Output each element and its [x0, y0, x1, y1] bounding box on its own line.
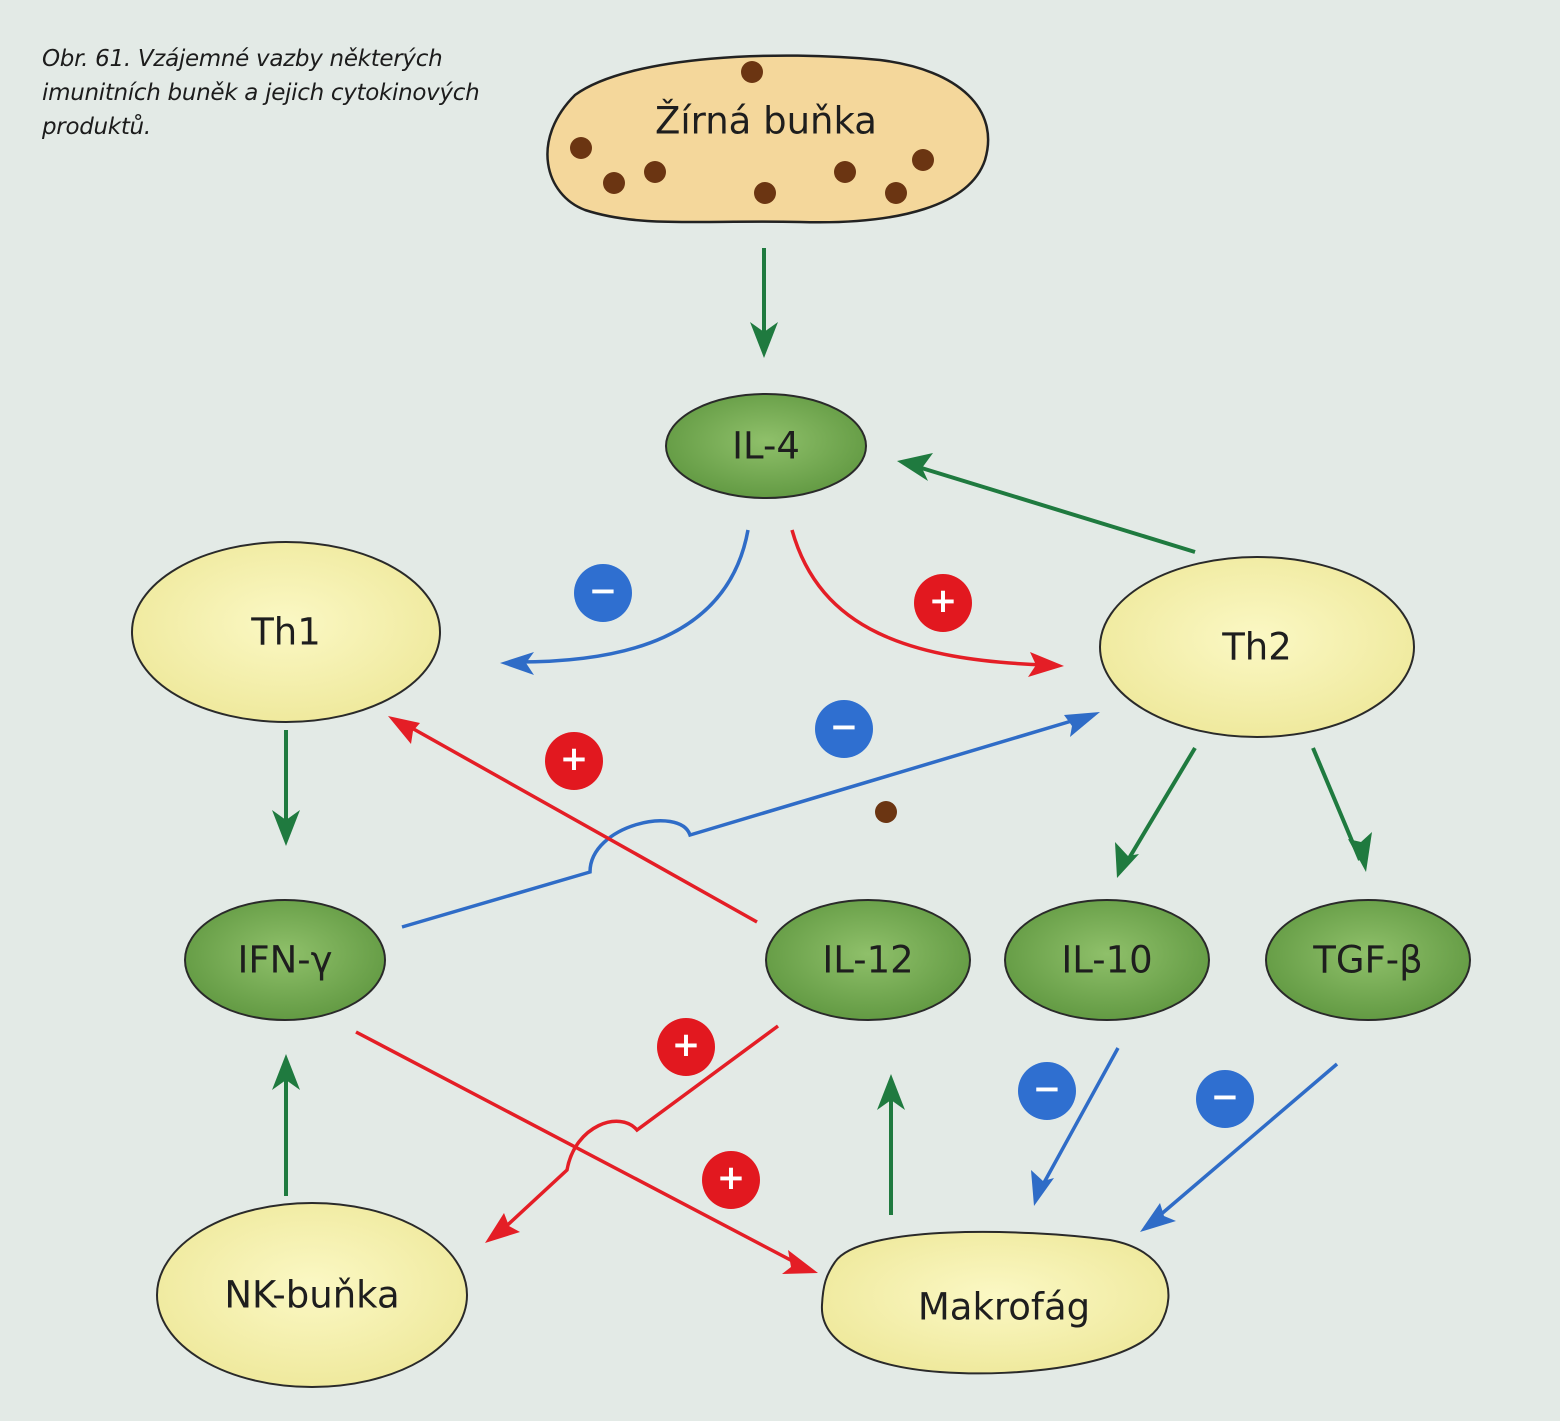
svg-text:+: + — [560, 739, 589, 779]
nk-cell-label: NK-buňka — [224, 1274, 399, 1317]
caption-line-2: imunitních buněk a jejich cytokinových — [42, 80, 480, 106]
il10-label: IL-10 — [1061, 939, 1152, 982]
ifn-gamma-label: IFN-γ — [237, 939, 332, 982]
minus-badge-tgf-macrophage: − — [1196, 1070, 1254, 1128]
red-arrows — [355, 529, 1046, 1267]
minus-badge-il4-th1: − — [574, 564, 632, 622]
minus-badge-ifn-th2: − — [815, 700, 873, 758]
th1-label: Th1 — [250, 611, 321, 654]
blue-arrowheads — [500, 652, 1176, 1232]
th2-label: Th2 — [1221, 626, 1292, 669]
minus-badge-il10-macrophage: − — [1018, 1062, 1076, 1120]
mast-cell-label: Žírná buňka — [655, 99, 877, 143]
node-tgf-beta: TGF-β — [1265, 899, 1471, 1021]
figure-caption: Obr. 61. Vzájemné vazby některých imunit… — [42, 42, 542, 144]
svg-text:−: − — [1211, 1077, 1240, 1117]
red-arrowheads — [388, 652, 1064, 1274]
svg-text:−: − — [1033, 1069, 1062, 1109]
node-th2: Th2 — [1099, 556, 1415, 738]
mast-cell: Žírná buňka — [546, 54, 990, 224]
svg-text:+: + — [672, 1025, 701, 1065]
il12-label: IL-12 — [822, 939, 913, 982]
svg-text:−: − — [589, 571, 618, 611]
plus-badge-il12-th1: + — [545, 732, 603, 790]
il4-label: IL-4 — [732, 425, 800, 468]
plus-badge-il4-th2: + — [914, 574, 972, 632]
caption-line-1: Obr. 61. Vzájemné vazby některých — [42, 46, 443, 72]
macrophage-label: Makrofág — [918, 1286, 1090, 1329]
plus-badge-ifn-macrophage: + — [702, 1151, 760, 1209]
green-arrowheads — [272, 322, 1372, 1110]
node-il12: IL-12 — [765, 899, 971, 1021]
node-macrophage: Makrofág — [820, 1230, 1170, 1375]
svg-text:−: − — [830, 707, 859, 747]
svg-text:+: + — [929, 581, 958, 621]
node-nk-cell: NK-buňka — [156, 1202, 468, 1388]
node-il10: IL-10 — [1004, 899, 1210, 1021]
node-th1: Th1 — [131, 541, 441, 723]
blue-arrows — [401, 529, 1339, 1224]
svg-text:+: + — [717, 1158, 746, 1198]
caption-line-3: produktů. — [42, 114, 151, 140]
node-ifn-gamma: IFN-γ — [184, 899, 386, 1021]
granule-dot — [875, 801, 897, 823]
node-il4: IL-4 — [665, 393, 867, 499]
plus-badge-il12-nk: + — [657, 1018, 715, 1076]
mast-cell-granules — [570, 61, 934, 204]
tgf-beta-label: TGF-β — [1312, 939, 1423, 982]
